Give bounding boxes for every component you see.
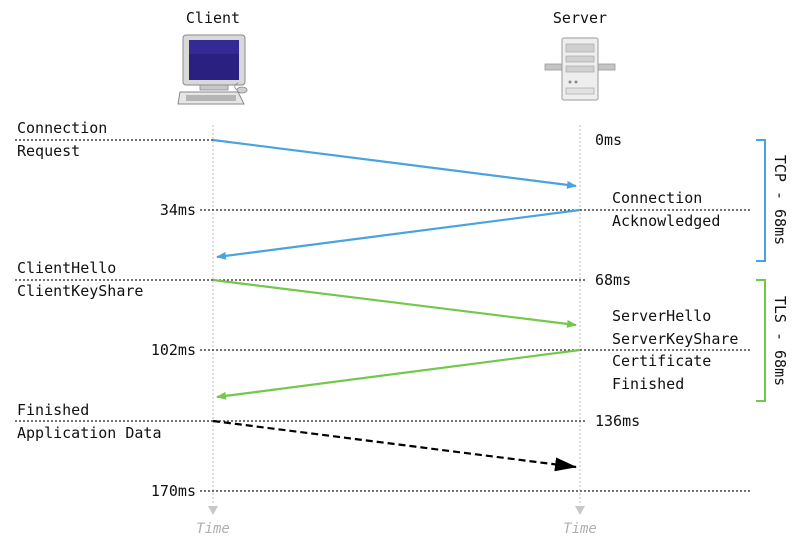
tcp-phase-label: TCP - 68ms [771,155,789,245]
arrow-application-data [212,419,577,472]
tcp-phase-bracket [756,139,766,262]
label-connection-acknowledged-line1: Connection [612,189,702,207]
server-time-arrow [575,506,585,515]
client-title: Client [186,9,240,27]
timestamp-102ms: 102ms [151,341,196,359]
timestamp-136ms: 136ms [595,412,640,430]
label-server-hello-line1: ServerHello [612,307,711,325]
timestamp-68ms: 68ms [595,271,631,289]
label-connection-request: Connection Request [17,119,116,160]
timestamp-0ms: 0ms [595,131,622,149]
client-time-arrow [208,506,218,515]
arrow-server-hello [216,348,581,400]
timestamp-170ms: 170ms [151,482,196,500]
tls-phase-label: TLS - 68ms [771,296,789,386]
label-connection-acknowledged-line2: Acknowledged [612,212,720,230]
label-server-hello-line4: Finished [612,375,684,393]
client-time-label: Time [196,521,230,537]
arrow-connection-request [212,138,577,189]
desktop-computer-icon [177,34,248,105]
label-client-finished: Finished Application Data [17,401,162,442]
server-time-label: Time [563,521,597,537]
label-client-hello-line1: ClientHello [17,259,116,277]
label-connection-request-line2: Request [17,142,80,160]
label-client-finished-line2: Application Data [17,424,162,442]
label-connection-request-line1: Connection [17,119,107,137]
label-server-hello-line3: Certificate [612,352,711,370]
label-server-hello-line2: ServerKeyShare [612,330,738,348]
timestamp-34ms: 34ms [160,201,196,219]
label-server-hello: ServerHello ServerKeyShare Certificate F… [612,307,747,393]
label-client-finished-line1: Finished [17,401,89,419]
label-client-hello: ClientHello ClientKeyShare [17,259,143,300]
tower-server-icon [544,37,616,101]
arrow-client-hello [212,278,577,328]
label-connection-acknowledged: Connection Acknowledged [612,189,720,230]
server-title: Server [553,9,607,27]
tls-phase-bracket [756,279,766,402]
arrow-connection-acknowledged [216,208,581,260]
label-client-hello-line2: ClientKeyShare [17,282,143,300]
